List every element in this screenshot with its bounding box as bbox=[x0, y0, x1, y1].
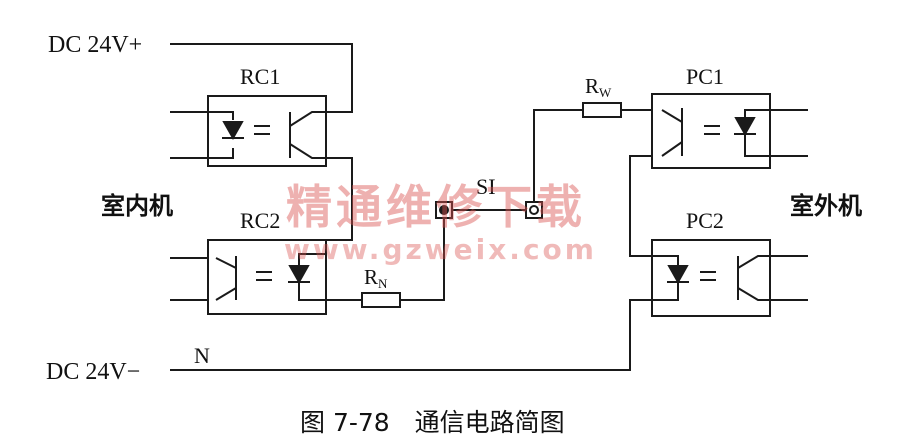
rn-resistor bbox=[361, 292, 401, 308]
rc2-transistor bbox=[215, 256, 237, 301]
dc-minus-label: DC 24V− bbox=[46, 359, 141, 385]
pc2-led-wires bbox=[652, 255, 679, 301]
rc1-rc2-wire bbox=[325, 157, 353, 241]
watermark-cn: 精通维修下载 bbox=[286, 180, 586, 234]
rc1-input-leads bbox=[170, 111, 208, 159]
watermark-url: www.gzweix.com bbox=[284, 233, 597, 266]
si-label: SI bbox=[476, 174, 496, 199]
pc2-label: PC2 bbox=[686, 208, 724, 233]
rc2-output-leads bbox=[170, 257, 208, 301]
rc2-led-wires bbox=[298, 253, 326, 301]
rw-wire bbox=[533, 109, 652, 202]
pc1-light-arrows bbox=[704, 125, 720, 135]
n-label: N bbox=[194, 343, 210, 368]
rc1-box bbox=[207, 95, 327, 167]
rn-label-sub: N bbox=[378, 276, 388, 291]
pc1-box bbox=[651, 93, 771, 169]
figure-caption: 图 7-78 通信电路简图 bbox=[300, 408, 565, 437]
rc1-led-wires bbox=[208, 111, 234, 159]
pc1-label: PC1 bbox=[686, 64, 724, 89]
rw-label-sub: W bbox=[599, 85, 612, 100]
dc-plus-label: DC 24V+ bbox=[48, 32, 143, 58]
pc1-input-leads bbox=[770, 109, 808, 157]
pc1-led bbox=[734, 117, 756, 137]
rc2-led bbox=[288, 265, 310, 285]
rw-label: RW bbox=[585, 74, 612, 100]
rc2-light-arrows bbox=[256, 271, 272, 281]
rw-label-main: R bbox=[585, 74, 600, 98]
pc2-led bbox=[667, 265, 689, 285]
pc2-box bbox=[651, 239, 771, 317]
outdoor-unit-label: 室外机 bbox=[790, 192, 862, 220]
rc1-transistor bbox=[289, 111, 325, 159]
rc2-label: RC2 bbox=[240, 208, 281, 233]
rw-resistor bbox=[582, 102, 622, 118]
pc1-pc2-wire bbox=[629, 155, 652, 257]
pc1-led-wires bbox=[744, 109, 770, 157]
pc2-light-arrows bbox=[700, 271, 716, 281]
pc2-output-leads bbox=[770, 255, 808, 301]
rc1-label: RC1 bbox=[240, 64, 281, 89]
rc1-led bbox=[222, 121, 244, 141]
dc-plus-wire bbox=[170, 43, 353, 113]
dc-minus-wire bbox=[170, 299, 652, 371]
rn-label-main: R bbox=[364, 265, 379, 289]
indoor-unit-label: 室内机 bbox=[101, 192, 173, 220]
rn-label: RN bbox=[364, 265, 388, 291]
rn-wire bbox=[326, 210, 445, 301]
pc1-transistor bbox=[661, 108, 683, 157]
pc2-transistor bbox=[737, 255, 770, 301]
rc1-light-arrows bbox=[254, 125, 270, 135]
rc2-box bbox=[207, 239, 327, 315]
